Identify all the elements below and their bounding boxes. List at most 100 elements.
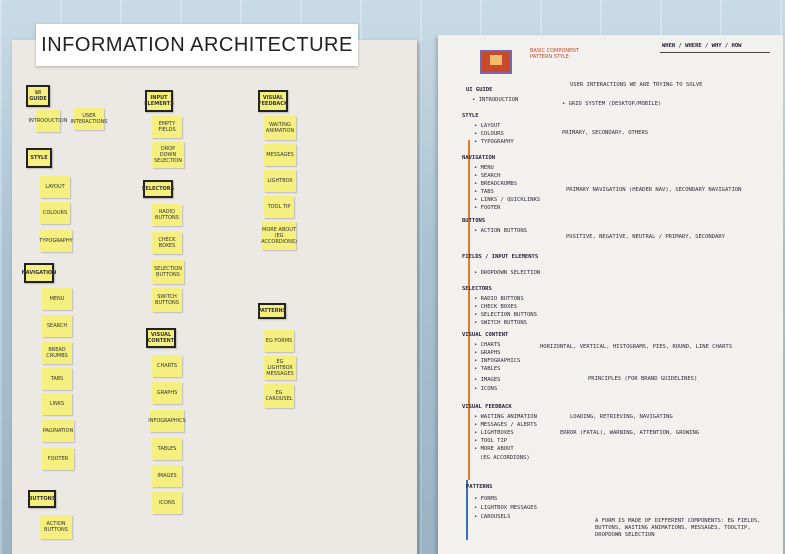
- sheet-links: • LINKS / QUICKLINKS: [474, 197, 541, 203]
- note-input-elements: INPUT ELEMENTS: [144, 90, 174, 112]
- note-breadcrumbs: BREAD CRUMBS: [42, 342, 72, 364]
- header-rule: [660, 52, 770, 53]
- sheet-nav-note: PRIMARY NAVIGATION (HEADER NAV), SECONDA…: [566, 187, 742, 193]
- note-images: IMAGES: [152, 465, 182, 487]
- sheet-style: STYLE: [462, 113, 479, 119]
- note-infographics: INFOGRAPHICS: [148, 410, 186, 432]
- sheet-layout: • LAYOUT: [474, 123, 501, 129]
- note-patterns: PATTERNS: [258, 303, 286, 319]
- note-selection-buttons: SELECTION BUTTONS: [152, 260, 184, 284]
- sheet-buttons: BUTTONS: [462, 218, 486, 224]
- sheet-btn-note: POSITIVE, NEGATIVE, NEUTRAL / PRIMARY, S…: [566, 234, 725, 240]
- note-visual-feedback: VISUAL FEEDBACK: [258, 90, 288, 112]
- note-check-boxes: CHECK BOXES: [152, 232, 182, 254]
- note-eg-lightbox: eg LIGHTBOX MESSAGES: [264, 356, 296, 380]
- sheet-introduction: • INTRODUCTION: [472, 97, 519, 103]
- sheet-form-note: A FORM IS MADE OF DIFFERENT COMPONENTS: …: [595, 518, 761, 538]
- note-tool-tip: TOOL TIP: [264, 196, 294, 218]
- sheet-visual-feedback: VISUAL FEEDBACK: [462, 404, 512, 410]
- sheet-patterns: PATTERNS: [466, 484, 493, 490]
- sheet-carousels: • CAROUSELS: [474, 514, 511, 520]
- note-icons: ICONS: [152, 492, 182, 514]
- sheet-charts-note: HORIZONTAL, VERTICAL, HISTOGRAMS, PIES, …: [540, 344, 733, 350]
- sheet-menu: • MENU: [474, 165, 494, 171]
- note-messages: MESSAGES: [264, 144, 296, 166]
- note-switch-buttons: SWITCH BUTTONS: [152, 288, 182, 312]
- sheet-selectors: SELECTORS: [462, 286, 492, 292]
- note-buttons: BUTTONS: [28, 490, 56, 508]
- note-layout: LAYOUT: [40, 176, 70, 198]
- sheet-radio: • RADIO BUTTONS: [474, 296, 524, 302]
- note-colours: COLOURS: [40, 202, 70, 224]
- sheet-lightbox-messages: • LIGHTBOX MESSAGES: [474, 505, 537, 511]
- sheet-colour-note: PRIMARY, SECONDARY, OTHERS: [562, 130, 649, 136]
- sheet-colours: • COLOURS: [474, 131, 504, 137]
- blue-margin-line: [466, 480, 468, 540]
- note-drop-down: DROP DOWN SELECTION: [152, 142, 184, 168]
- sheet-tag: BASIC COMPONENT PATTERN STYLE: [530, 48, 579, 60]
- sheet-more-about: • MORE ABOUT: [474, 446, 514, 452]
- right-paper-sheet: [438, 35, 783, 554]
- sheet-visual-content: VISUAL CONTENT: [462, 332, 509, 338]
- note-action-buttons: ACTION BUTTONS: [40, 515, 72, 539]
- sheet-accordions: (eg ACCORDIONS): [480, 455, 530, 461]
- page-title: INFORMATION ARCHITECTURE: [41, 33, 353, 56]
- note-visual-content: VISUAL CONTENT: [146, 328, 176, 348]
- note-eg-carousel: eg CAROUSEL: [264, 384, 294, 408]
- orange-margin-line: [468, 140, 470, 480]
- sheet-forms: • FORMS: [474, 496, 498, 502]
- note-search: SEARCH: [42, 315, 72, 337]
- note-navigation: NAVIGATION: [22, 263, 56, 283]
- sheet-check: • CHECK BOXES: [474, 304, 518, 310]
- note-tables: TABLES: [152, 438, 182, 460]
- sheet-action-buttons: • ACTION BUTTONS: [474, 228, 527, 234]
- note-tabs: TABS: [42, 368, 72, 390]
- note-style: STYLE: [26, 148, 52, 168]
- sheet-fields: FIELDS / INPUT ELEMENTS: [462, 254, 539, 260]
- note-ui-guide: UI GUIDE: [26, 85, 50, 107]
- note-charts: CHARTS: [152, 355, 182, 377]
- note-lightbox: LIGHTBOX: [264, 170, 296, 192]
- sheet-footer: • FOOTER: [474, 205, 501, 211]
- sheet-search: • SEARCH: [474, 173, 501, 179]
- sheet-icons: • ICONS: [474, 386, 498, 392]
- sheet-graphs: • GRAPHS: [474, 350, 501, 356]
- sheet-infographics: • INFOGRAPHICS: [474, 358, 521, 364]
- sheet-selection: • SELECTION BUTTONS: [474, 312, 537, 318]
- sheet-dropdown: • DROPDOWN SELECTION: [474, 270, 541, 276]
- note-selectors: SELECTORS: [142, 180, 174, 198]
- sheet-tabs: • TABS: [474, 189, 494, 195]
- sheet-breadcrumbs: • BREADCRUMBS: [474, 181, 518, 187]
- sheet-logo-icon: [480, 50, 512, 74]
- note-more-about: MORE ABOUT (eg ACCORDIONS): [261, 222, 297, 250]
- sheet-switch: • SWITCH BUTTONS: [474, 320, 527, 326]
- note-menu: MENU: [42, 288, 72, 310]
- sheet-images: • IMAGES: [474, 377, 501, 383]
- sheet-navigation: NAVIGATION: [462, 155, 496, 161]
- sheet-ui-guide: UI GUIDE: [466, 87, 493, 93]
- note-user-interactions: USER INTERACTIONS: [71, 108, 107, 130]
- sheet-grid-note: • GRID SYSTEM (DESKTOP/MOBILE): [562, 101, 662, 107]
- sheet-typography: • TYPOGRAPHY: [474, 139, 514, 145]
- note-eg-forms: eg FORMS: [264, 330, 294, 352]
- sheet-error-note: ERROR (FATAL), WARNING, ATTENTION, GROWI…: [560, 430, 700, 436]
- note-footer: FOOTER: [42, 448, 74, 470]
- note-pagination: PAGINATION: [42, 420, 74, 442]
- note-radio-buttons: RADIO BUTTONS: [152, 204, 182, 226]
- note-empty-fields: EMPTY FIELDS: [152, 116, 182, 138]
- note-graphs: GRAPHS: [152, 382, 182, 404]
- sheet-waiting: • WAITING ANIMATION: [474, 414, 537, 420]
- title-card: INFORMATION ARCHITECTURE: [36, 24, 358, 66]
- sheet-tooltip: • TOOL TIP: [474, 438, 508, 444]
- sheet-charts: • CHARTS: [474, 342, 501, 348]
- sheet-tables: • TABLES: [474, 366, 501, 372]
- note-typography: TYPOGRAPHY: [39, 230, 73, 252]
- sheet-images-note: PRINCIPLES (FOR BRAND GUIDELINES): [588, 376, 698, 382]
- sheet-messages: • MESSAGES / ALERTS: [474, 422, 537, 428]
- sheet-header: WHEN / WHERE / WHY / HOW: [662, 43, 742, 49]
- note-introduction: INTRODUCTION: [29, 110, 67, 132]
- sheet-logo-inner: [490, 55, 502, 65]
- note-waiting-animation: WAITING ANIMATION: [264, 116, 296, 140]
- note-links: LINKS: [42, 393, 72, 415]
